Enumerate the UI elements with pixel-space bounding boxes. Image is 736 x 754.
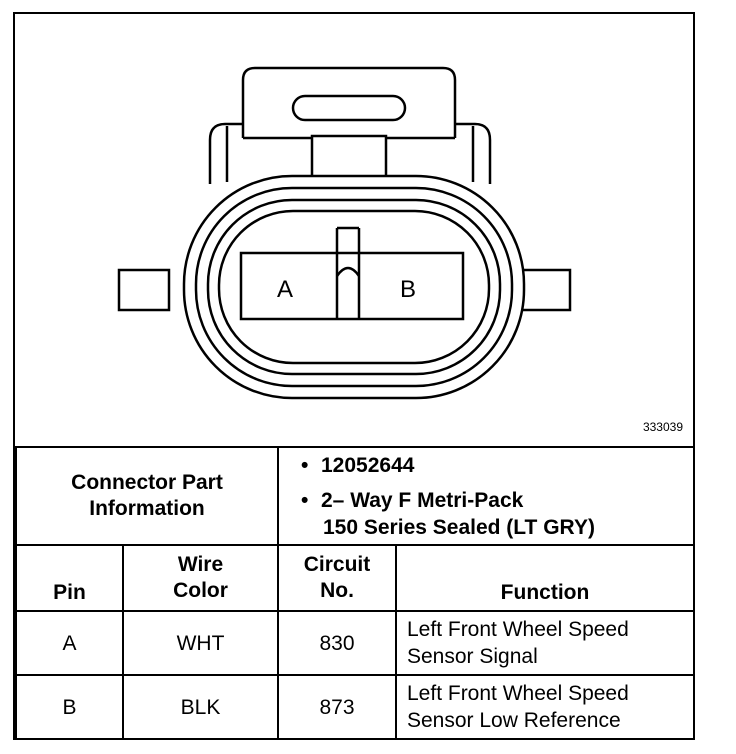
part-info-label-cell: Connector Part Information: [15, 446, 279, 546]
part-info-label-line2: Information: [89, 497, 205, 520]
row-function-line1: Left Front Wheel Speed: [407, 682, 629, 705]
part-number: 12052644: [321, 453, 415, 477]
row-function-line1: Left Front Wheel Speed: [407, 618, 629, 641]
header-circuit-line2: No.: [320, 579, 354, 602]
pin-a-label: A: [277, 276, 293, 303]
row-function: Left Front Wheel Speed Sensor Signal: [394, 610, 696, 676]
row-wire-color: BLK: [122, 674, 279, 740]
part-description-line1: 2– Way F Metri-Pack: [321, 488, 524, 512]
header-row: Pin Wire Color Circuit No. Function: [15, 544, 696, 612]
row-pin: B: [15, 674, 124, 740]
bullet-icon: •: [301, 488, 309, 512]
bullet-icon: •: [301, 453, 309, 477]
connector-info-table: Connector Part Information • 12052644 • 2–…: [15, 446, 696, 740]
part-description-line2: 150 Series Sealed (LT GRY): [323, 515, 595, 539]
connector-figure: A B 333039 Connector Part Information • 1…: [13, 12, 696, 740]
header-wire-color-line2: Color: [173, 579, 228, 602]
row-pin: A: [15, 610, 124, 676]
row-function-line2: Sensor Low Reference: [407, 709, 621, 732]
header-wire-color: Wire Color: [122, 544, 279, 612]
connector-drawing: A B: [117, 66, 572, 400]
left-mounting-tab: [117, 268, 171, 312]
pin-b-label: B: [400, 276, 416, 303]
part-info-details: • 12052644 • 2– Way F Metri-Pack 150 Serie…: [276, 446, 696, 546]
figure-id: 333039: [642, 420, 683, 434]
locking-tab: [241, 66, 457, 138]
header-pin: Pin: [15, 544, 124, 612]
row-function: Left Front Wheel Speed Sensor Low Refere…: [394, 674, 696, 740]
row-circuit: 830: [277, 610, 397, 676]
header-wire-color-line1: Wire: [177, 553, 224, 576]
row-circuit: 873: [277, 674, 397, 740]
latch-neck: [310, 134, 388, 180]
header-circuit-line1: Circuit: [303, 553, 371, 576]
terminal-cavity: [239, 251, 465, 321]
part-info-label-line1: Connector Part: [71, 471, 223, 494]
header-circuit: Circuit No.: [277, 544, 397, 612]
table-row: B BLK 873 Left Front Wheel Speed Sensor …: [15, 674, 696, 740]
row-wire-color: WHT: [122, 610, 279, 676]
row-function-line2: Sensor Signal: [407, 645, 538, 668]
locking-tab-slot: [291, 94, 407, 122]
right-mounting-tab: [518, 268, 572, 312]
table-row: A WHT 830 Left Front Wheel Speed Sensor …: [15, 610, 696, 676]
header-function: Function: [394, 544, 696, 612]
part-info-row: Connector Part Information • 12052644 • 2–…: [15, 446, 696, 546]
